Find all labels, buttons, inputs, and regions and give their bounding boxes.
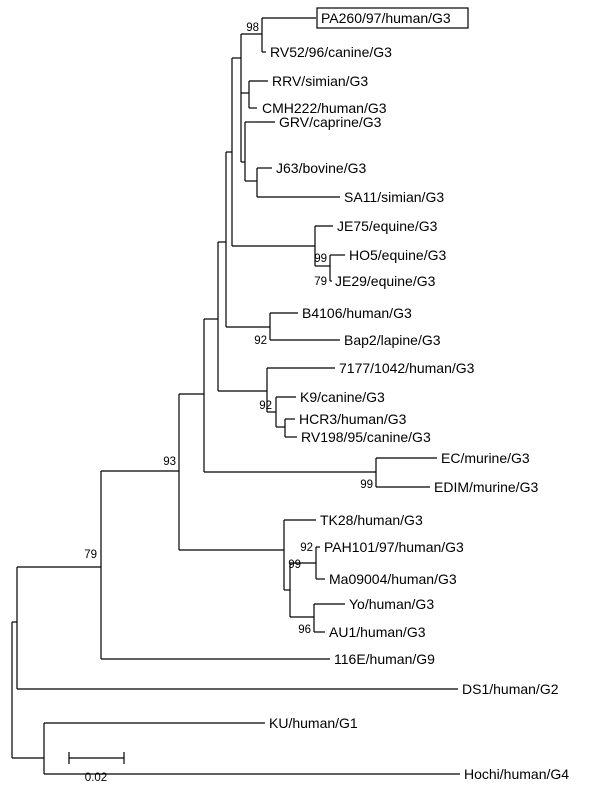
taxon-labels: PA260/97/human/G3 RV52/96/canine/G3 RRV/… [262,10,569,782]
scale-bar-line [68,752,125,764]
bootstrap-value: 99 [314,253,327,265]
taxon-label: HCR3/human/G3 [299,411,407,427]
bootstrap-values: 98 79 99 92 92 99 92 96 99 93 79 [84,22,373,636]
taxon-label: Ma09004/human/G3 [329,571,457,587]
taxon-label: Bap2/lapine/G3 [344,332,441,348]
taxon-label: AU1/human/G3 [329,624,426,640]
tree-branches [11,17,460,775]
taxon-label: Hochi/human/G4 [464,766,569,782]
bootstrap-value: 99 [288,559,301,571]
highlight-box [316,7,469,29]
taxon-label: HO5/equine/G3 [349,247,446,263]
bootstrap-value: 93 [163,456,176,468]
taxon-label: KU/human/G1 [269,715,358,731]
taxon-label: JE75/equine/G3 [337,218,438,234]
bootstrap-value: 92 [254,335,267,347]
taxon-label: RRV/simian/G3 [272,73,368,89]
bootstrap-value: 99 [360,479,373,491]
bootstrap-value: 92 [259,400,272,412]
taxon-label: Yo/human/G3 [349,596,434,612]
bootstrap-value: 98 [246,22,259,34]
bootstrap-value: 92 [300,542,313,554]
scale-bar-label: 0.02 [85,772,107,784]
taxon-label: DS1/human/G2 [462,681,559,697]
taxon-label: J63/bovine/G3 [276,160,366,176]
taxon-label: 7177/1042/human/G3 [339,360,475,376]
taxon-label: 116E/human/G9 [334,651,435,667]
taxon-label: CMH222/human/G3 [262,100,387,116]
taxon-label: GRV/caprine/G3 [279,114,382,130]
taxon-label: SA11/simian/G3 [344,189,444,205]
taxon-label: EDIM/murine/G3 [434,479,538,495]
bootstrap-value: 79 [314,276,327,288]
taxon-label: B4106/human/G3 [302,305,412,321]
taxon-label: EC/murine/G3 [441,450,530,466]
taxon-label: RV52/96/canine/G3 [270,44,392,60]
taxon-label: TK28/human/G3 [320,512,423,528]
scale-bar: 0.02 [68,752,125,784]
taxon-label: K9/canine/G3 [300,389,385,405]
taxon-label: PA260/97/human/G3 [321,10,451,26]
taxon-label: JE29/equine/G3 [335,273,436,289]
taxon-label: PAH101/97/human/G3 [324,539,464,555]
bootstrap-value: 79 [84,549,97,561]
bootstrap-value: 96 [298,624,311,636]
taxon-label: RV198/95/canine/G3 [301,429,431,445]
